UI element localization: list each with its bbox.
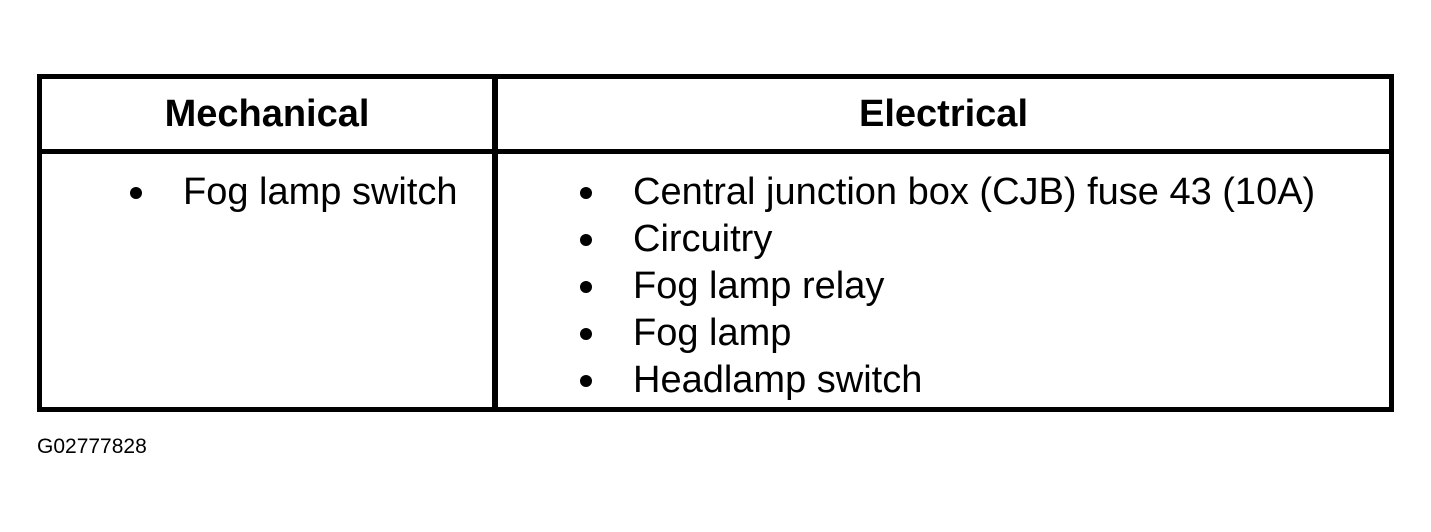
list-item: Fog lamp switch — [130, 169, 458, 216]
list-item: Headlamp switch — [580, 357, 1315, 404]
list-item-text: Fog lamp — [633, 312, 792, 354]
list-item-text: Circuitry — [633, 218, 773, 260]
list-item-text: Central junction box (CJB) fuse 43 (10A) — [633, 171, 1316, 213]
list-item: Circuitry — [580, 216, 1315, 263]
column-divider — [492, 79, 498, 407]
column-header-electrical: Electrical — [859, 93, 1028, 135]
list-item-text: Headlamp switch — [633, 359, 923, 401]
bullet-icon — [580, 327, 592, 340]
list-item: Fog lamp relay — [580, 263, 1315, 310]
list-item: Central junction box (CJB) fuse 43 (10A) — [580, 169, 1315, 216]
list-item-text: Fog lamp switch — [183, 171, 458, 213]
bullet-icon — [130, 186, 142, 199]
electrical-item-list: Central junction box (CJB) fuse 43 (10A)… — [580, 169, 1315, 404]
bullet-icon — [580, 186, 592, 199]
bullet-icon — [580, 280, 592, 293]
list-item: Fog lamp — [580, 310, 1315, 357]
figure-id: G02777828 — [37, 435, 147, 458]
inspection-table: Mechanical Electrical Fog lamp switch Ce… — [37, 74, 1394, 412]
header-divider — [42, 149, 1389, 154]
list-item-text: Fog lamp relay — [633, 265, 885, 307]
bullet-icon — [580, 374, 592, 387]
mechanical-item-list: Fog lamp switch — [130, 169, 458, 216]
bullet-icon — [580, 233, 592, 246]
column-header-mechanical: Mechanical — [164, 93, 370, 135]
